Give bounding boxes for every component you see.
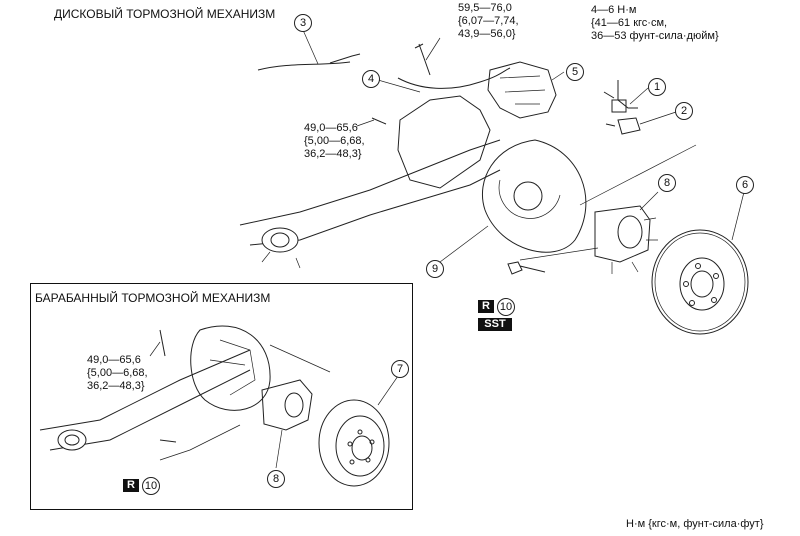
brake-hose: [397, 67, 511, 89]
reuse-badge-r-disc: R: [478, 300, 494, 313]
callout-5: 5: [566, 63, 584, 81]
callout-9: 9: [426, 260, 444, 278]
torque-sensor-line-2: {41—61 кгс·см,: [591, 17, 668, 29]
parking-brake-cable: [257, 61, 351, 71]
brake-caliper: [487, 61, 557, 119]
torque-sensor-line-1: 4—6 Н·м: [591, 4, 637, 16]
disc-brake-title: ДИСКОВЫЙ ТОРМОЗНОЙ МЕХАНИЗМ: [54, 7, 276, 21]
units-note: Н·м {кгс·м, фунт-сила·фут}: [626, 518, 764, 530]
sst-badge: SST: [478, 318, 512, 331]
brake-drum: [318, 399, 390, 487]
torque-arm-line-1: 49,0—65,6: [304, 122, 358, 134]
callout-2: 2: [675, 102, 693, 120]
callout-6: 6: [736, 176, 754, 194]
callout-8-disc: 8: [658, 174, 676, 192]
callout-3: 3: [294, 14, 312, 32]
drum-brake-panel: БАРАБАННЫЙ ТОРМОЗНОЙ МЕХАНИЗМ 49,0—65,6 …: [30, 283, 413, 510]
torque-arm-line-3: 36,2—48,3}: [304, 148, 362, 160]
drum-hub-bearing: [261, 379, 313, 431]
callout-8-drum: 8: [267, 470, 285, 488]
brake-backing-plate: [190, 325, 271, 411]
drum-brake-title: БАРАБАННЫЙ ТОРМОЗНОЙ МЕХАНИЗМ: [35, 291, 271, 305]
reuse-badge-r-drum: R: [123, 479, 139, 492]
torque-sensor-line-3: 36—53 фунт-сила·дюйм}: [591, 30, 719, 42]
hub-bearing: [594, 205, 651, 263]
callout-4: 4: [362, 70, 380, 88]
callout-10-drum: 10: [142, 477, 160, 495]
torque-drum-line-2: {5,00—6,68,: [87, 367, 148, 379]
torque-caliper-line-2: {6,07—7,74,: [458, 15, 519, 27]
torque-drum-line-3: 36,2—48,3}: [87, 380, 145, 392]
torque-caliper-line-1: 59,5—76,0: [458, 2, 512, 14]
torque-arm-line-2: {5,00—6,68,: [304, 135, 365, 147]
callout-7: 7: [391, 360, 409, 378]
callout-10-disc: 10: [497, 298, 515, 316]
abs-sensor-harness: [603, 80, 638, 109]
callout-1: 1: [648, 78, 666, 96]
hub-bolt: [507, 261, 546, 275]
torque-caliper-line-3: 43,9—56,0}: [458, 28, 516, 40]
dust-shield: [481, 139, 587, 253]
caliper-bolt: [414, 43, 431, 76]
brake-disc: [651, 229, 749, 335]
torque-drum-line-1: 49,0—65,6: [87, 354, 141, 366]
abs-sensor: [617, 117, 641, 135]
